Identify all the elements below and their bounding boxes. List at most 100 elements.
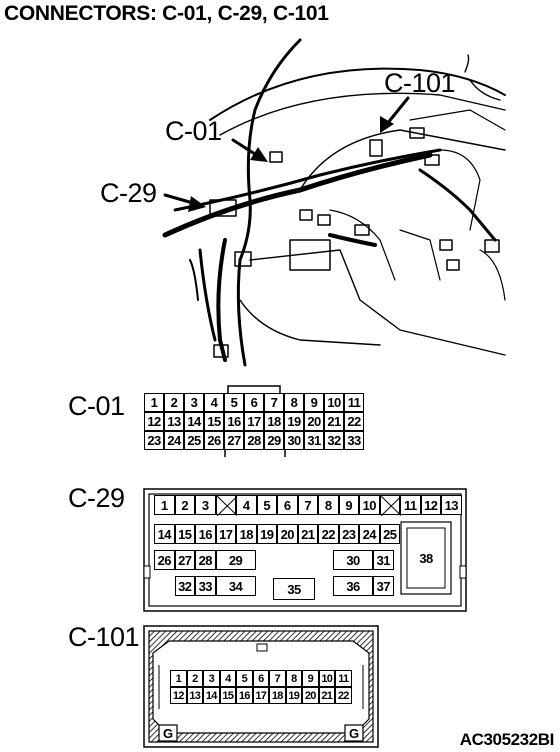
c29-pin-30: 30	[333, 550, 373, 570]
harness-illustration	[162, 38, 506, 367]
c29-pin-27: 27	[174, 550, 195, 570]
c01-pin-28: 28	[244, 431, 264, 450]
c01-pin-27: 27	[224, 431, 244, 450]
c01-pin-7: 7	[264, 393, 284, 412]
c29-pin-34: 34	[215, 576, 256, 596]
c29-pin-15: 15	[174, 524, 195, 544]
c29-pin-32: 32	[174, 576, 195, 596]
c29-pin-35: 35	[273, 578, 315, 600]
c29-pin-10: 10	[359, 495, 380, 515]
c101-pin-13: 13	[186, 687, 203, 704]
c01-pin-26: 26	[204, 431, 224, 450]
ground-mark-left: G	[162, 725, 174, 741]
c01-pin-13: 13	[164, 412, 184, 431]
c29-pin-38: 38	[419, 550, 433, 566]
c01-pin-8: 8	[284, 393, 304, 412]
c01-pin-14: 14	[184, 412, 204, 431]
c01-pin-29: 29	[264, 431, 284, 450]
c01-pin-23: 23	[144, 431, 164, 450]
callout-c29: C-29	[100, 178, 157, 208]
c01-arrow-shaft	[231, 138, 260, 158]
c01-pin-19: 19	[284, 412, 304, 431]
c101-pin-22: 22	[335, 687, 352, 704]
c101-pin-15: 15	[219, 687, 236, 704]
c101-pin-12: 12	[170, 687, 187, 704]
c101-label: C-101	[68, 622, 140, 652]
c29-blank-cavity	[379, 495, 401, 516]
c29-pin-22: 22	[318, 524, 339, 544]
c01-pin-16: 16	[224, 412, 244, 431]
c01-pin-6: 6	[244, 393, 264, 412]
c01-pin-22: 22	[344, 412, 364, 431]
c101-pin-21: 21	[318, 687, 335, 704]
c01-pin-25: 25	[184, 431, 204, 450]
c29-pin-33: 33	[195, 576, 216, 596]
c29-pin-31: 31	[373, 550, 394, 570]
c01-pin-18: 18	[264, 412, 284, 431]
c01-pin-32: 32	[324, 431, 344, 450]
c29-pin-6: 6	[277, 495, 298, 515]
c101-pin-9: 9	[302, 670, 319, 687]
c01-outline	[224, 385, 286, 457]
c29-pin-23: 23	[338, 524, 359, 544]
c29-pin-17: 17	[215, 524, 236, 544]
c101-pin-1: 1	[170, 670, 187, 687]
c101-pin-2: 2	[186, 670, 203, 687]
c29-pin-25: 25	[379, 524, 400, 544]
page-title: CONNECTORS: C-01, C-29, C-101	[4, 2, 329, 25]
c01-pin-5: 5	[224, 393, 244, 412]
c29-pin-7: 7	[297, 495, 318, 515]
c29-pin-36: 36	[333, 576, 373, 596]
c29-pin-2: 2	[174, 495, 195, 515]
c29-pin-13: 13	[441, 495, 462, 515]
c101-pin-14: 14	[203, 687, 220, 704]
c01-pin-11: 11	[344, 393, 364, 412]
c101-pin-5: 5	[236, 670, 253, 687]
c101-pin-7: 7	[269, 670, 286, 687]
c01-pin-20: 20	[304, 412, 324, 431]
c29-pin-21: 21	[297, 524, 318, 544]
c01-pin-3: 3	[184, 393, 204, 412]
c01-pin-12: 12	[144, 412, 164, 431]
c29-pin-19: 19	[256, 524, 277, 544]
c01-pin-30: 30	[284, 431, 304, 450]
c101-pin-4: 4	[219, 670, 236, 687]
c29-pin-24: 24	[359, 524, 380, 544]
callout-c01: C-01	[165, 116, 222, 146]
c01-pin-17: 17	[244, 412, 264, 431]
c29-pin-4: 4	[236, 495, 257, 515]
c01-pin-24: 24	[164, 431, 184, 450]
c101-pin-17: 17	[252, 687, 269, 704]
c29-blank-cavity	[215, 495, 237, 516]
c29-pin-1: 1	[154, 495, 175, 515]
c101-pin-3: 3	[203, 670, 220, 687]
c01-pin-31: 31	[304, 431, 324, 450]
c101-pin-18: 18	[269, 687, 286, 704]
c101-pin-20: 20	[302, 687, 319, 704]
c29-pin-26: 26	[154, 550, 175, 570]
c29-arrow-shaft	[163, 193, 195, 205]
c01-pin-9: 9	[304, 393, 324, 412]
c01-pin-2: 2	[164, 393, 184, 412]
c01-label: C-01	[68, 391, 125, 421]
c101-pin-6: 6	[252, 670, 269, 687]
c01-pin-33: 33	[344, 431, 364, 450]
ground-mark-right: G	[348, 725, 360, 741]
c01-pin-15: 15	[204, 412, 224, 431]
c29-pin-28: 28	[195, 550, 216, 570]
c01-pin-21: 21	[324, 412, 344, 431]
c29-pin-20: 20	[277, 524, 298, 544]
c29-pin-11: 11	[400, 495, 421, 515]
callout-c101: C-101	[384, 68, 456, 98]
c29-pin-3: 3	[195, 495, 216, 515]
c29-pin-37: 37	[373, 576, 394, 596]
c101-pin-8: 8	[285, 670, 302, 687]
figure-code: AC305232BI	[459, 730, 555, 749]
c101-pin-11: 11	[335, 670, 352, 687]
c29-pin-14: 14	[154, 524, 175, 544]
c29-arrowhead	[188, 196, 206, 212]
